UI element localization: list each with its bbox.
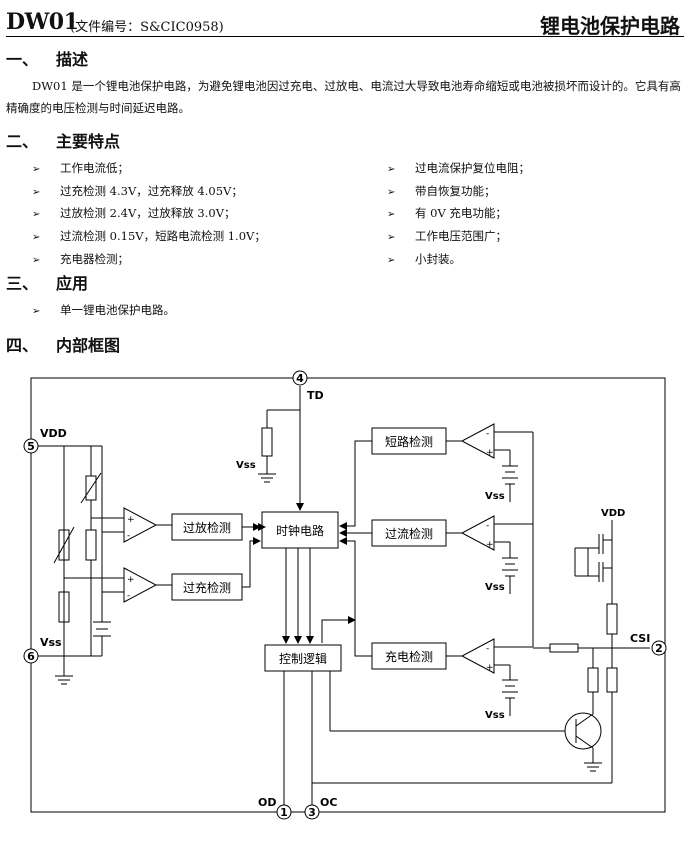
section-number: 一、 bbox=[6, 50, 39, 69]
plus-sign: + bbox=[127, 575, 135, 585]
bullet-arrow-icon: ➢ bbox=[32, 186, 41, 198]
vss-label: Vss bbox=[485, 582, 505, 593]
application-list: ➢单一锂电池保护电路。 bbox=[32, 300, 175, 323]
logic-block bbox=[264, 644, 342, 672]
vss-label: Vss bbox=[485, 491, 505, 502]
section-number: 三、 bbox=[6, 274, 39, 293]
list-item: ➢带自恢复功能； bbox=[387, 181, 530, 204]
charger-label: 充电检测 bbox=[385, 649, 433, 664]
bullet-arrow-icon: ➢ bbox=[32, 232, 41, 244]
logic-label: 控制逻辑 bbox=[279, 652, 327, 666]
list-item: ➢工作电压范围广； bbox=[387, 226, 530, 249]
section-title: 内部框图 bbox=[56, 336, 121, 355]
pin-6-number: 6 bbox=[27, 650, 35, 663]
bullet-arrow-icon: ➢ bbox=[387, 164, 396, 175]
vss-label: Vss bbox=[485, 710, 505, 721]
minus-sign: - bbox=[127, 531, 130, 541]
section-heading-features: 二、主要特点 bbox=[6, 128, 120, 152]
section-heading-description: 一、描述 bbox=[6, 46, 88, 70]
section-heading-block-diagram: 四、内部框图 bbox=[6, 332, 120, 356]
bullet-arrow-icon: ➢ bbox=[387, 232, 396, 244]
list-item: ➢工作电流低； bbox=[32, 158, 266, 181]
pin-2-name: CSI bbox=[630, 632, 650, 645]
minus-sign: - bbox=[486, 521, 489, 531]
bullet-arrow-icon: ➢ bbox=[32, 306, 41, 317]
description-paragraph: DW01 是一个锂电池保护电路，为避免锂电池因过充电、过放电、电流过大导致电池寿… bbox=[6, 79, 681, 115]
list-item: ➢充电器检测； bbox=[32, 249, 266, 272]
bullet-arrow-icon: ➢ bbox=[387, 254, 396, 266]
vss-label: Vss bbox=[236, 460, 256, 471]
section-number: 二、 bbox=[6, 132, 39, 151]
clock-label: 时钟电路 bbox=[276, 523, 324, 538]
bullet-arrow-icon: ➢ bbox=[32, 254, 41, 266]
section-heading-application: 三、应用 bbox=[6, 270, 88, 294]
document-title: 锂电池保护电路 bbox=[540, 14, 680, 38]
list-item: ➢有 0V 充电功能； bbox=[387, 203, 530, 226]
bullet-arrow-icon: ➢ bbox=[387, 209, 396, 221]
pin-1-name: OD bbox=[258, 796, 276, 809]
list-item: ➢过充检测 4.3V，过充释放 4.05V； bbox=[32, 181, 266, 204]
short-label: 短路检测 bbox=[385, 434, 433, 449]
plus-sign: + bbox=[486, 540, 494, 550]
pin-6-name: Vss bbox=[40, 636, 62, 649]
clock-block bbox=[261, 511, 339, 549]
bullet-arrow-icon: ➢ bbox=[32, 164, 41, 175]
minus-sign: - bbox=[486, 644, 489, 654]
overdischarge-label: 过放检测 bbox=[183, 520, 231, 535]
bullet-arrow-icon: ➢ bbox=[32, 209, 41, 221]
document-header: DW01 (文件编号：S&CIC0958) 锂电池保护电路 bbox=[6, 8, 684, 38]
section-number: 四、 bbox=[6, 336, 39, 355]
features-list-left: ➢工作电流低； ➢过充检测 4.3V，过充释放 4.05V； ➢过放检测 2.4… bbox=[32, 158, 266, 272]
pin-2-number: 2 bbox=[655, 642, 663, 655]
plus-sign: + bbox=[127, 515, 135, 525]
pin-3-number: 3 bbox=[308, 806, 316, 819]
chip-outline bbox=[30, 377, 666, 813]
plus-sign: + bbox=[486, 448, 494, 458]
list-item: ➢单一锂电池保护电路。 bbox=[32, 300, 175, 323]
minus-sign: - bbox=[127, 591, 130, 601]
list-item: ➢过电流保护复位电阻； bbox=[387, 158, 530, 181]
list-item: ➢过流检测 0.15V，短路电流检测 1.0V； bbox=[32, 226, 266, 249]
pin-4-number: 4 bbox=[296, 372, 304, 385]
list-item: ➢过放检测 2.4V，过放释放 3.0V； bbox=[32, 203, 266, 226]
minus-sign: - bbox=[486, 429, 489, 439]
pin-4-name: TD bbox=[307, 389, 324, 402]
plus-sign: + bbox=[486, 663, 494, 673]
list-item: ➢小封装。 bbox=[387, 249, 530, 272]
features-list-right: ➢过电流保护复位电阻； ➢带自恢复功能； ➢有 0V 充电功能； ➢工作电压范围… bbox=[387, 158, 530, 272]
pin-1-number: 1 bbox=[280, 806, 288, 819]
overcurrent-label: 过流检测 bbox=[385, 526, 433, 541]
pin-3-name: OC bbox=[320, 796, 337, 809]
vdd-label: VDD bbox=[601, 508, 625, 519]
section-title: 主要特点 bbox=[56, 132, 121, 151]
section-title: 应用 bbox=[56, 274, 89, 293]
section-title: 描述 bbox=[56, 50, 89, 69]
pin-5-number: 5 bbox=[27, 440, 35, 453]
bullet-arrow-icon: ➢ bbox=[387, 186, 396, 198]
model-name: DW01 bbox=[6, 9, 79, 35]
pin-5-name: VDD bbox=[40, 427, 67, 440]
overcharge-label: 过充检测 bbox=[183, 580, 231, 595]
document-number: (文件编号：S&CIC0958) bbox=[70, 20, 224, 35]
